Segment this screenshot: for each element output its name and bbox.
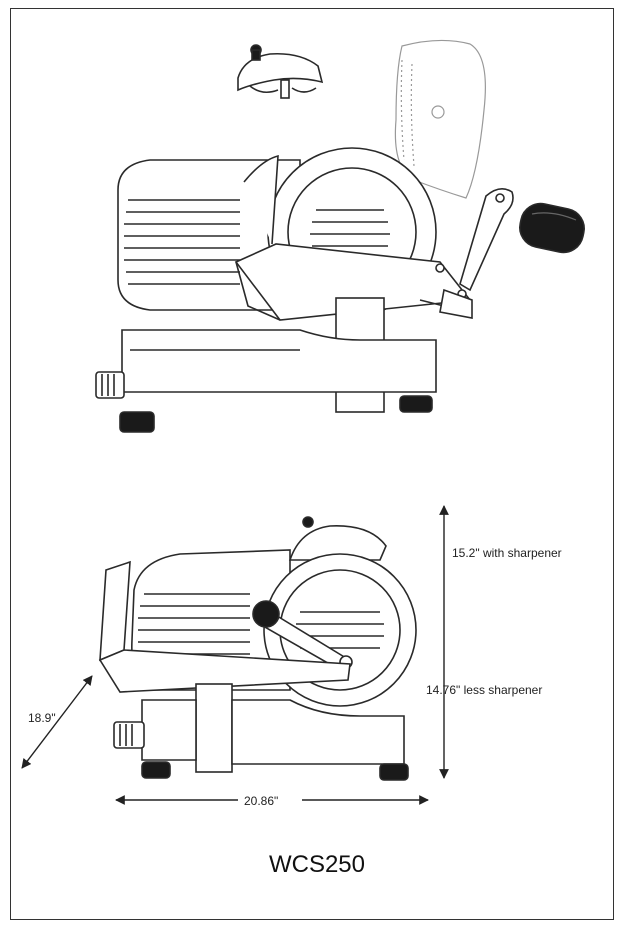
assembled-view: [98, 516, 417, 781]
base-bottom: [113, 699, 409, 781]
sharpener-mounted: [288, 516, 387, 561]
crank-handle-part: [459, 188, 514, 292]
depth-label: 18.9": [28, 711, 56, 725]
model-name: WCS250: [269, 851, 365, 878]
base-top: [95, 329, 437, 433]
exploded-view: [95, 39, 585, 433]
knob-part: [519, 202, 585, 254]
carriage-handle: [252, 600, 353, 672]
height-less-sharpener-label: 14.76" less sharpener: [426, 683, 542, 697]
carriage-tray-bottom: [98, 560, 351, 773]
blade-cover-part: [394, 39, 486, 199]
height-with-sharpener-label: 15.2" with sharpener: [452, 546, 562, 560]
depth-arrow: [21, 675, 93, 769]
width-label: 20.86": [244, 794, 278, 808]
sharpener-part: [237, 44, 324, 99]
diagram-frame: [10, 8, 614, 920]
